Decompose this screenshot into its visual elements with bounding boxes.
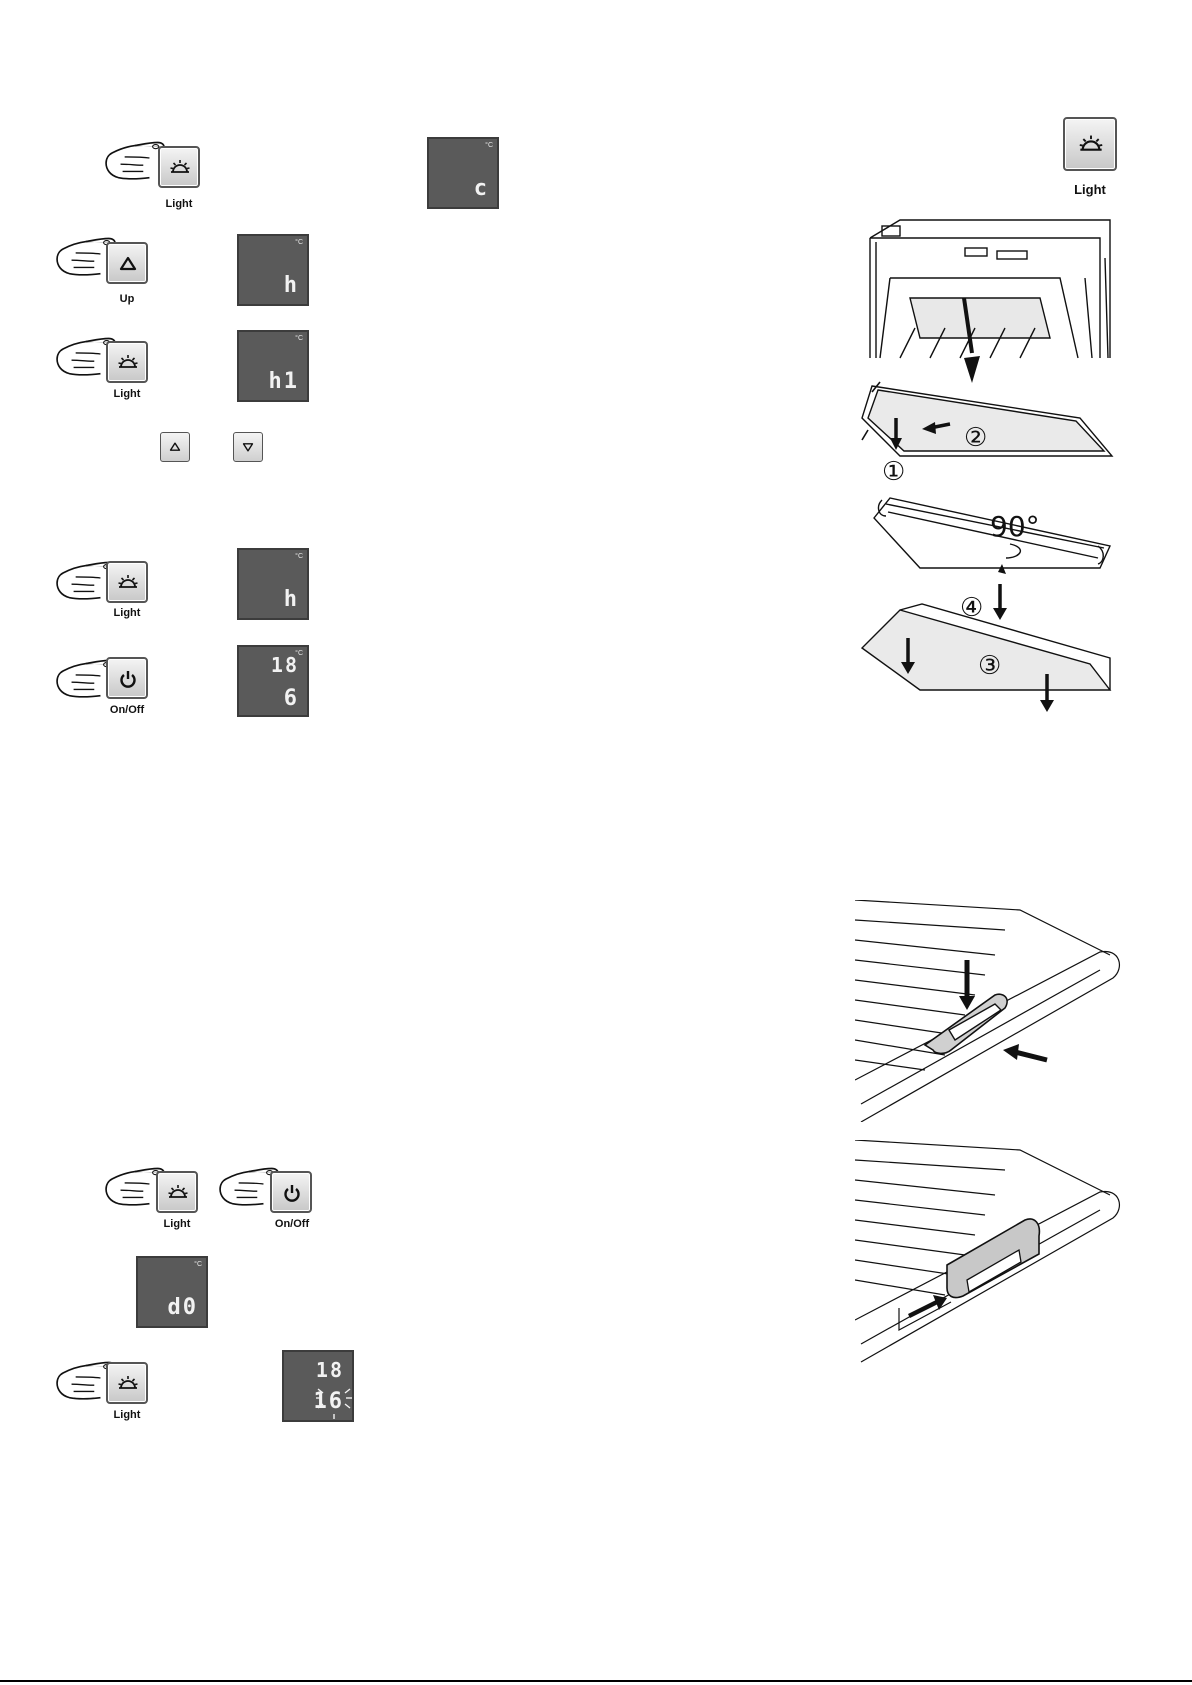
up-arrow-icon	[117, 253, 139, 275]
up-button[interactable]	[106, 242, 148, 284]
down-small-button[interactable]	[233, 432, 263, 462]
light-button[interactable]	[106, 561, 148, 603]
light-button[interactable]	[158, 146, 200, 188]
light-icon	[1078, 132, 1104, 158]
display-value: h1	[269, 369, 300, 394]
light-button[interactable]	[106, 1362, 148, 1404]
down-arrow-icon	[241, 440, 255, 454]
onoff-button[interactable]	[106, 657, 148, 699]
onoff-button[interactable]	[270, 1171, 312, 1213]
display-value: h	[284, 273, 299, 298]
angle-label: 90°	[990, 510, 1040, 543]
light-button-label: Light	[1060, 182, 1120, 197]
display-value: d0	[168, 1295, 199, 1320]
page-bottom-rule	[0, 1680, 1192, 1682]
step-1-label: ①	[882, 457, 905, 487]
display-c: °C c	[427, 137, 499, 209]
display-value: h	[284, 587, 299, 612]
light-cover-removal-illustration: ② ① 90° ④ ③	[860, 218, 1120, 728]
onoff-button-label: On/Off	[262, 1218, 322, 1230]
up-arrow-icon	[168, 440, 182, 454]
light-button-label: Light	[149, 198, 209, 210]
light-icon	[169, 157, 191, 179]
blink-rays-icon	[314, 1386, 354, 1420]
light-icon	[117, 352, 139, 374]
pointing-hand-icon	[104, 132, 166, 184]
display-top-value: 18	[316, 1358, 344, 1382]
up-small-button[interactable]	[160, 432, 190, 462]
step-3-label: ③	[978, 651, 1001, 681]
step-2-label: ②	[964, 423, 987, 453]
light-button-label: Light	[97, 388, 157, 400]
light-icon	[117, 1373, 139, 1395]
light-button[interactable]	[156, 1171, 198, 1213]
light-button-standalone[interactable]	[1063, 117, 1117, 171]
shelf-clip-illustration-bottom	[855, 1140, 1130, 1366]
light-button-label: Light	[97, 1409, 157, 1421]
light-button[interactable]	[106, 341, 148, 383]
power-icon	[117, 668, 139, 690]
display-18-16-blinking: 18 16	[282, 1350, 354, 1422]
display-d0: °C d0	[136, 1256, 208, 1328]
up-button-label: Up	[97, 293, 157, 305]
power-icon	[281, 1182, 303, 1204]
display-value: c	[474, 176, 489, 201]
light-icon	[167, 1182, 189, 1204]
display-h1: °C h1	[237, 330, 309, 402]
shelf-clip-illustration-top	[855, 900, 1130, 1122]
display-18-6: °C 18 6	[237, 645, 309, 717]
light-icon	[117, 572, 139, 594]
onoff-button-label: On/Off	[97, 704, 157, 716]
display-h: °C h	[237, 234, 309, 306]
display-bottom-value: 6	[284, 686, 299, 711]
light-button-label: Light	[97, 607, 157, 619]
display-h: °C h	[237, 548, 309, 620]
display-top-value: 18	[271, 653, 299, 677]
light-button-label: Light	[147, 1218, 207, 1230]
